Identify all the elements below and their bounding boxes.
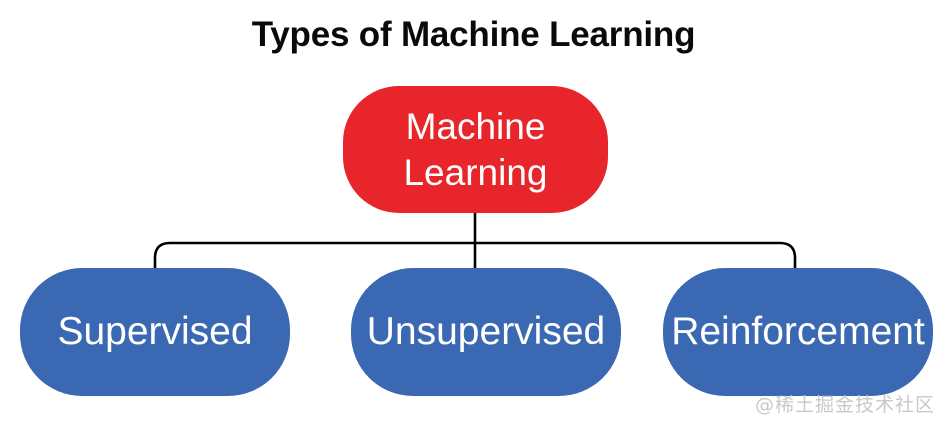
watermark: @稀土掘金技术社区 <box>754 394 935 416</box>
node-supervised-label: Supervised <box>57 310 253 353</box>
node-machine-learning-label: Machine Learning <box>403 105 548 193</box>
node-unsupervised-label: Unsupervised <box>366 310 606 353</box>
node-machine-learning[interactable]: Machine Learning <box>343 86 608 213</box>
node-supervised[interactable]: Supervised <box>20 268 290 396</box>
node-unsupervised[interactable]: Unsupervised <box>351 268 621 396</box>
page-title: Types of Machine Learning <box>251 15 696 54</box>
node-reinforcement[interactable]: Reinforcement <box>663 268 933 396</box>
connector-bracket <box>153 241 797 268</box>
node-reinforcement-label: Reinforcement <box>671 310 925 353</box>
